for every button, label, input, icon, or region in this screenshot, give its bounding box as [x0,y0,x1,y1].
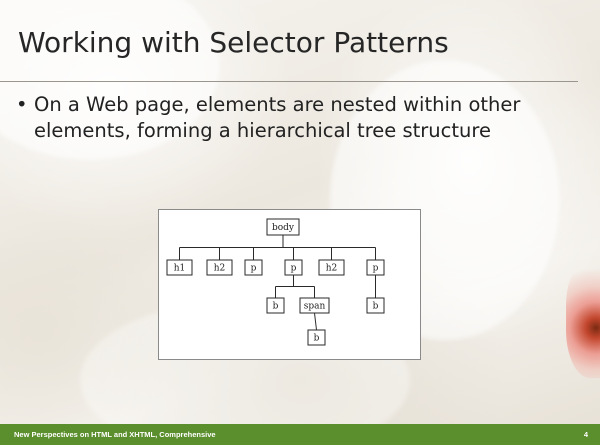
tree-diagram: body h1 h2 p p h2 p b span b b [158,209,421,360]
tree-node-box [284,259,303,276]
tree-node-p3: p [366,259,385,276]
flower-image [566,258,600,378]
tree-node-box [318,259,345,276]
tree-diagram-svg: body h1 h2 p p h2 p b span b b [166,218,385,346]
bullet-list: • On a Web page, elements are nested wit… [16,92,556,144]
tree-node-label: b [373,302,379,312]
tree-node-b3: b [307,329,326,346]
tree-node-h2b: h2 [318,259,345,276]
bullet-icon: • [16,93,28,116]
tree-node-label: h2 [214,264,226,274]
tree-node-label: p [373,264,379,274]
tree-node-label: p [291,264,297,274]
tree-node-box [166,259,193,276]
tree-node-span: span [299,297,330,314]
title-divider [0,81,578,82]
tree-node-label: b [273,302,279,312]
tree-node-label: h2 [326,264,338,274]
tree-node-box [206,259,233,276]
tree-node-label: h1 [174,264,186,274]
tree-node-box [266,297,285,314]
tree-node-h1: h1 [166,259,193,276]
tree-node-box [299,297,330,314]
slide-title: Working with Selector Patterns [18,26,449,59]
tree-node-box [266,218,300,236]
footer-text: New Perspectives on HTML and XHTML, Comp… [14,430,216,439]
page-number: 4 [583,430,588,439]
bullet-item: • On a Web page, elements are nested wit… [16,92,556,144]
tree-node-p1: p [244,259,263,276]
tree-node-label: body [272,223,295,233]
tree-node-label: p [251,264,257,274]
tree-node-p2: p [284,259,303,276]
tree-node-box [307,329,326,346]
tree-node-box [366,259,385,276]
tree-node-box [244,259,263,276]
tree-node-label: span [304,302,326,312]
footer-bar: New Perspectives on HTML and XHTML, Comp… [0,424,600,445]
tree-node-label: b [314,334,320,344]
tree-node-b2: b [366,297,385,314]
bullet-text: On a Web page, elements are nested withi… [34,93,521,142]
tree-node-b1: b [266,297,285,314]
tree-edge [314,312,317,331]
tree-node-box [366,297,385,314]
tree-node-body: body [266,218,300,236]
tree-node-h2a: h2 [206,259,233,276]
